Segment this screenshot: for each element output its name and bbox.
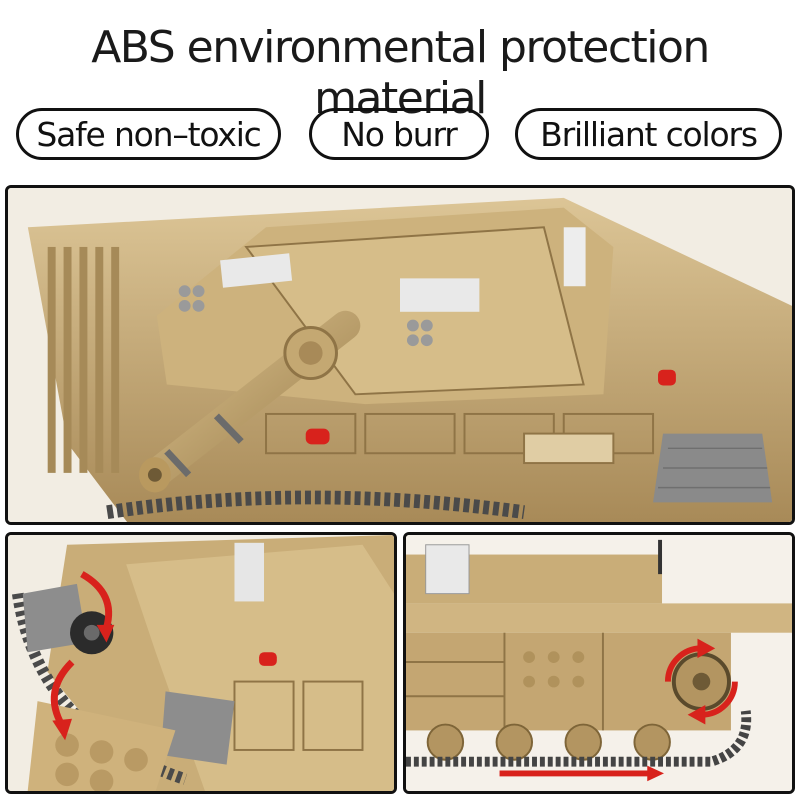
rotate-arrow-icon [664,638,738,725]
tank-front-illustration [8,188,792,522]
headline: ABS environmental protection material [91,22,710,124]
feature-pill-colors: Brilliant colors [515,108,782,160]
rotate-arrow-icon [50,571,115,741]
tank-side-illustration [406,535,792,791]
feature-pill-no-burr: No burr [309,108,489,160]
feature-pill-safe: Safe non–toxic [16,108,281,160]
tank-skirt-illustration [8,535,394,791]
photo-tank-side-wheel [403,532,795,794]
photo-tank-front [5,185,795,525]
photo-tank-skirt-open [5,532,397,794]
